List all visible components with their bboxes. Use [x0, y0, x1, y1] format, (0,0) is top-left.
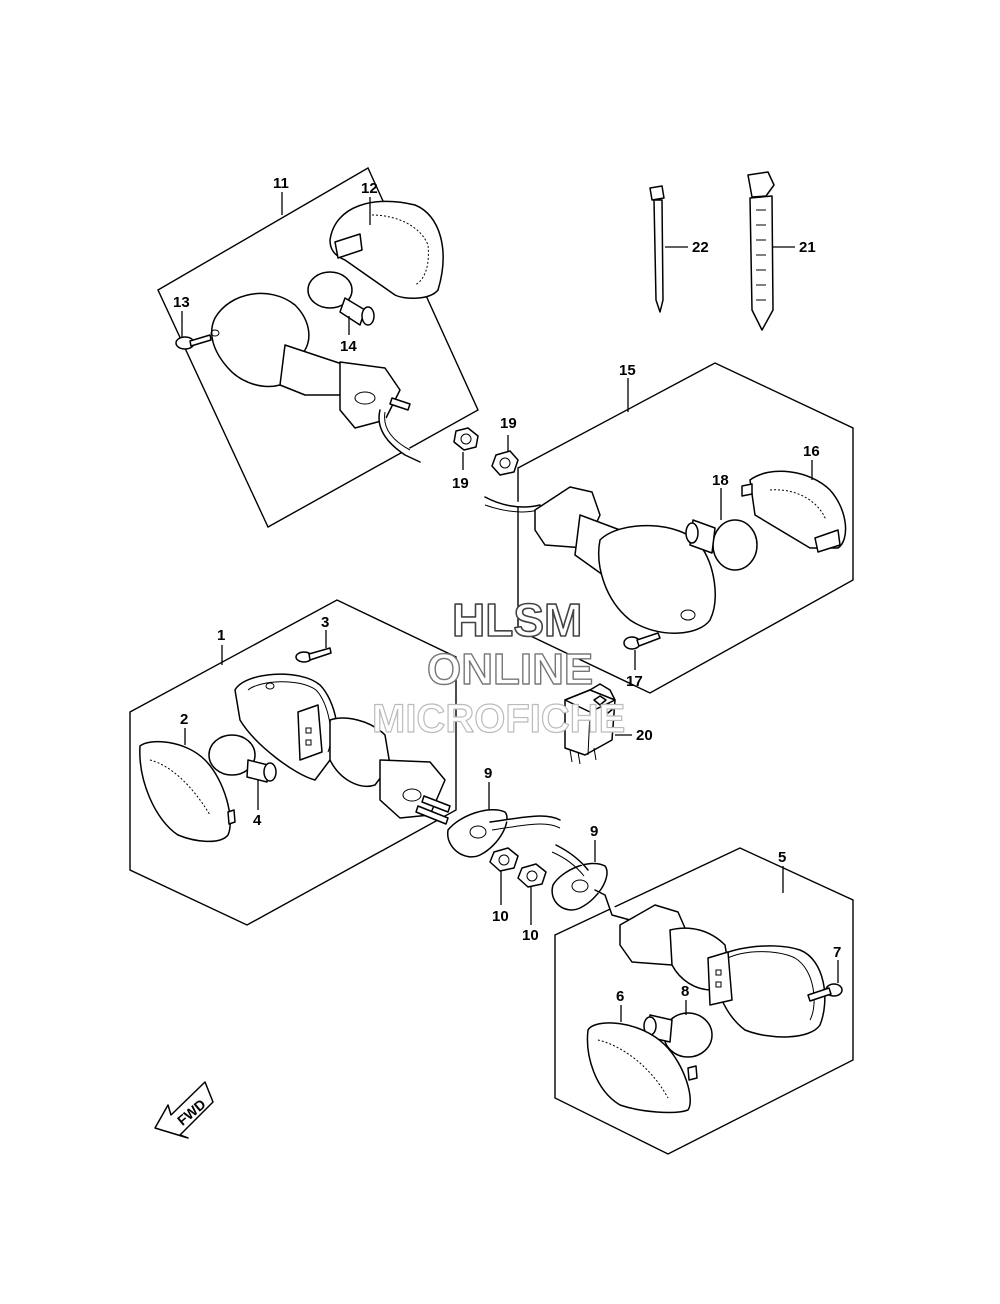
- callout-22: 22: [692, 239, 709, 256]
- rear-right-lamp-assembly: [586, 889, 826, 1114]
- callout-4: 4: [253, 812, 262, 829]
- callout-19-left: 19: [452, 475, 469, 492]
- watermark-line-1: HLSM: [452, 594, 582, 646]
- rear-left-lamp-assembly: [139, 673, 451, 843]
- callout-16: 16: [803, 443, 820, 460]
- callout-1: 1: [217, 627, 225, 644]
- callout-5: 5: [778, 849, 786, 866]
- grommet-9-right: [551, 844, 608, 911]
- cable-tie-22: [649, 185, 665, 313]
- screw-3: [295, 647, 332, 663]
- callout-17: 17: [626, 673, 643, 690]
- nut-10-left: [489, 847, 519, 872]
- callout-13: 13: [173, 294, 190, 311]
- callout-9-left: 9: [484, 765, 492, 782]
- nut-19-right: [491, 450, 519, 476]
- watermark: HLSM ONLINE MICROFICHE: [371, 593, 626, 741]
- front-right-lamp-assembly: [484, 470, 847, 634]
- assembly-box-5: [554, 847, 854, 1155]
- callout-15: 15: [619, 362, 636, 379]
- watermark-line-2: ONLINE: [427, 645, 593, 694]
- callout-12: 12: [361, 180, 378, 197]
- grommet-9-left: [447, 808, 561, 858]
- callout-6: 6: [616, 988, 624, 1005]
- nut-19-left: [453, 427, 479, 451]
- callout-8: 8: [681, 983, 689, 1000]
- relay-20: [564, 683, 616, 765]
- assembly-box-15: [517, 362, 854, 694]
- callout-18: 18: [712, 472, 729, 489]
- assembly-box-11: [157, 167, 479, 528]
- assembly-box-1: [129, 599, 457, 926]
- cable-tie-21: [747, 171, 775, 331]
- front-left-lamp-assembly: [210, 200, 444, 463]
- screw-7: [807, 983, 843, 1002]
- callout-19-right: 19: [500, 415, 517, 432]
- callout-2: 2: [180, 711, 188, 728]
- callouts: 11 12 13 14 19 19 15 16 18 17 22 21 20 1…: [173, 175, 841, 1005]
- callout-10-left: 10: [492, 908, 509, 925]
- callout-20: 20: [636, 727, 653, 744]
- watermark-line-3: MICROFICHE: [372, 697, 625, 741]
- leader-lines: [181, 192, 839, 1022]
- callout-11: 11: [273, 175, 289, 192]
- nut-10-right: [517, 863, 547, 888]
- callout-9-right: 9: [590, 823, 598, 840]
- callout-21: 21: [799, 239, 816, 256]
- screw-13: [175, 334, 212, 350]
- callout-14: 14: [340, 338, 357, 355]
- callout-10-right: 10: [522, 927, 539, 944]
- screw-17: [623, 632, 661, 650]
- forward-direction-arrow: FWD: [154, 1081, 214, 1139]
- callout-3: 3: [321, 614, 329, 631]
- callout-7: 7: [833, 944, 841, 961]
